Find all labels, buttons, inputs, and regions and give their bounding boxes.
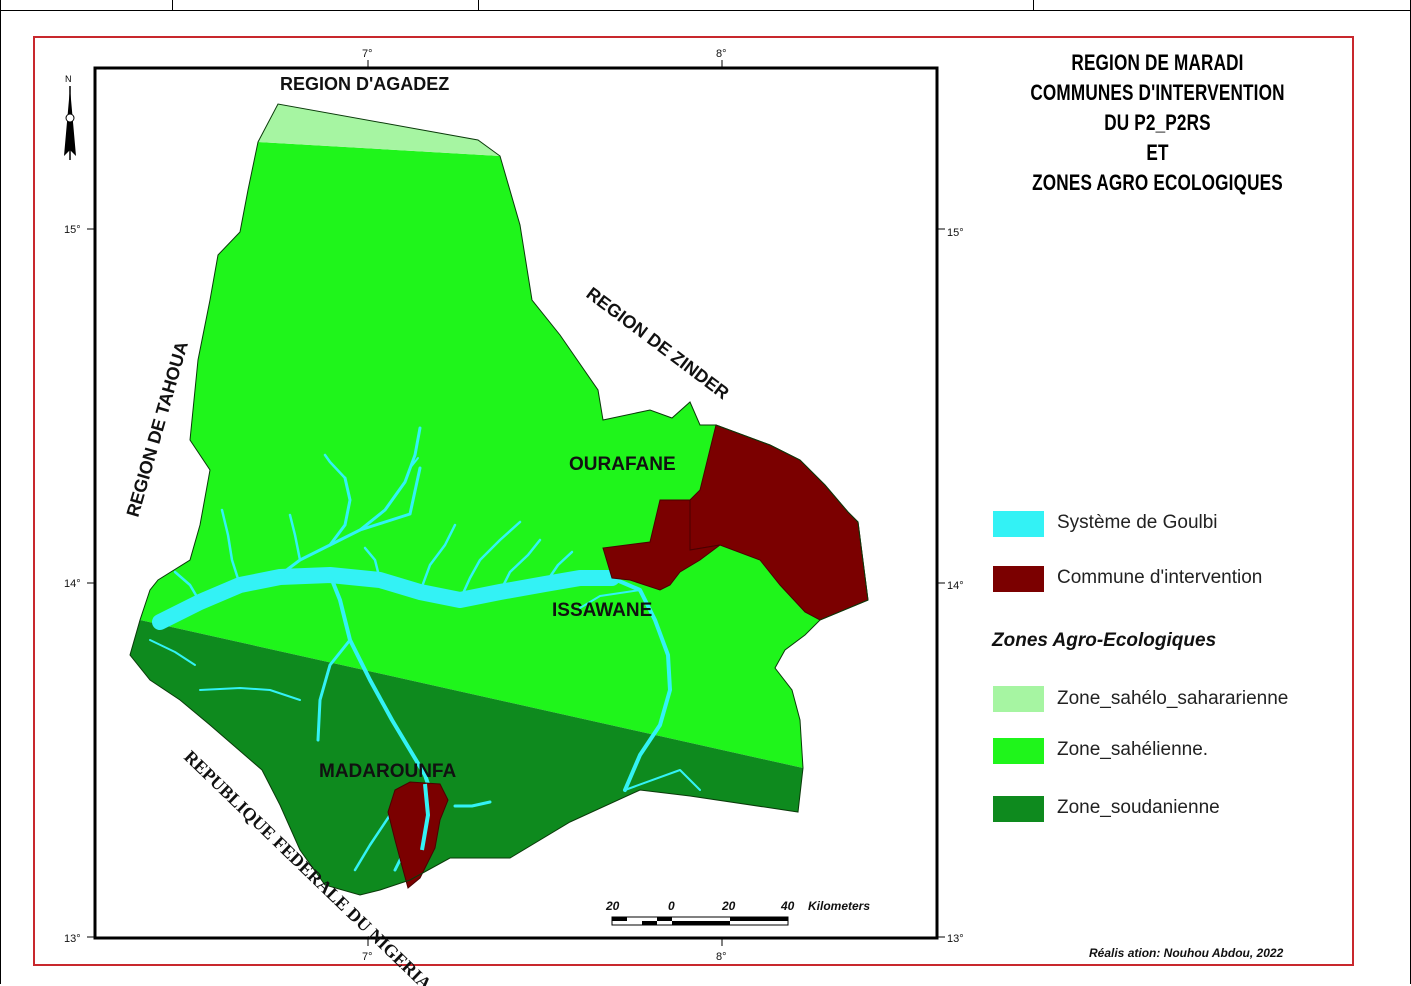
scale-tick-0: 0 xyxy=(668,899,675,913)
goulbi-river-system xyxy=(149,426,701,872)
legend-swatch-soudanienne xyxy=(993,796,1044,822)
label-tahoua: REGION DE TAHOUA xyxy=(123,339,192,519)
legend-swatch-sahelienne xyxy=(993,738,1044,764)
north-arrow-label: N xyxy=(65,74,72,84)
lat-label-left-14: 14° xyxy=(64,578,81,590)
table-cell-divider xyxy=(1033,0,1034,10)
commune-issawane xyxy=(602,499,721,591)
title-line: ET xyxy=(1146,140,1169,165)
table-cell-divider xyxy=(478,0,479,10)
legend-swatch-commune xyxy=(993,566,1044,592)
table-cell-divider xyxy=(172,0,173,10)
zone-sahelienne xyxy=(140,142,868,768)
scale-unit: Kilometers xyxy=(808,899,870,913)
title-line: ZONES AGRO ECOLOGIQUES xyxy=(1032,170,1283,195)
scale-tick-20-left: 20 xyxy=(605,899,620,913)
legend-label-commune: Commune d'intervention xyxy=(1057,567,1263,588)
river-in-madarounfa xyxy=(420,783,431,851)
lat-label-left-13: 13° xyxy=(64,933,81,945)
region-boundary xyxy=(129,103,869,896)
graticule-ticks xyxy=(87,60,945,946)
table-row-border xyxy=(0,10,1411,11)
lon-label-top-7: 7° xyxy=(362,48,373,60)
lat-label-right-13: 13° xyxy=(947,933,964,945)
legend-label-goulbi: Système de Goulbi xyxy=(1057,512,1218,533)
title-line: COMMUNES D'INTERVENTION xyxy=(1030,80,1285,105)
map-layout-border xyxy=(33,36,1354,966)
legend-heading: Zones Agro-Ecologiques xyxy=(992,630,1217,651)
map-title: REGION DE MARADI COMMUNES D'INTERVENTION… xyxy=(1027,48,1288,198)
lat-label-left-15: 15° xyxy=(64,224,81,236)
credit-text: Réalis ation: Nouhou Abdou, 2022 xyxy=(1089,946,1284,960)
scale-bar: 20 0 20 40 Kilometers xyxy=(605,899,870,926)
title-line: REGION DE MARADI xyxy=(1071,50,1244,75)
legend-label-sahelo-saharienne: Zone_sahélo_sahararienne xyxy=(1057,688,1289,709)
lat-label-right-15: 15° xyxy=(947,227,964,239)
zone-soudanienne xyxy=(130,620,803,895)
lon-label-bottom-7: 7° xyxy=(362,951,373,963)
commune-madarounfa xyxy=(387,781,449,889)
label-ourafane: OURAFANE xyxy=(569,454,676,475)
zone-sahelo-saharienne xyxy=(258,104,500,156)
legend-swatch-goulbi xyxy=(993,511,1044,537)
lat-label-right-14: 14° xyxy=(947,580,964,592)
map-area xyxy=(129,103,869,896)
north-arrow-icon: N xyxy=(64,74,76,160)
label-madarounfa: MADAROUNFA xyxy=(319,761,456,782)
map-frame xyxy=(93,66,939,940)
scale-tick-20: 20 xyxy=(721,899,736,913)
label-zinder: REGION DE ZINDER xyxy=(583,283,733,403)
label-agadez: REGION D'AGADEZ xyxy=(280,74,449,94)
lon-label-bottom-8: 8° xyxy=(716,951,727,963)
title-line: DU P2_P2RS xyxy=(1104,110,1211,135)
legend-label-soudanienne: Zone_soudanienne xyxy=(1057,797,1220,818)
label-issawane: ISSAWANE xyxy=(552,600,652,621)
scale-tick-40: 40 xyxy=(780,899,795,913)
lon-label-top-8: 8° xyxy=(716,48,727,60)
legend-swatch-sahelo-saharienne xyxy=(993,686,1044,712)
legend-label-sahelienne: Zone_sahélienne. xyxy=(1057,739,1209,760)
